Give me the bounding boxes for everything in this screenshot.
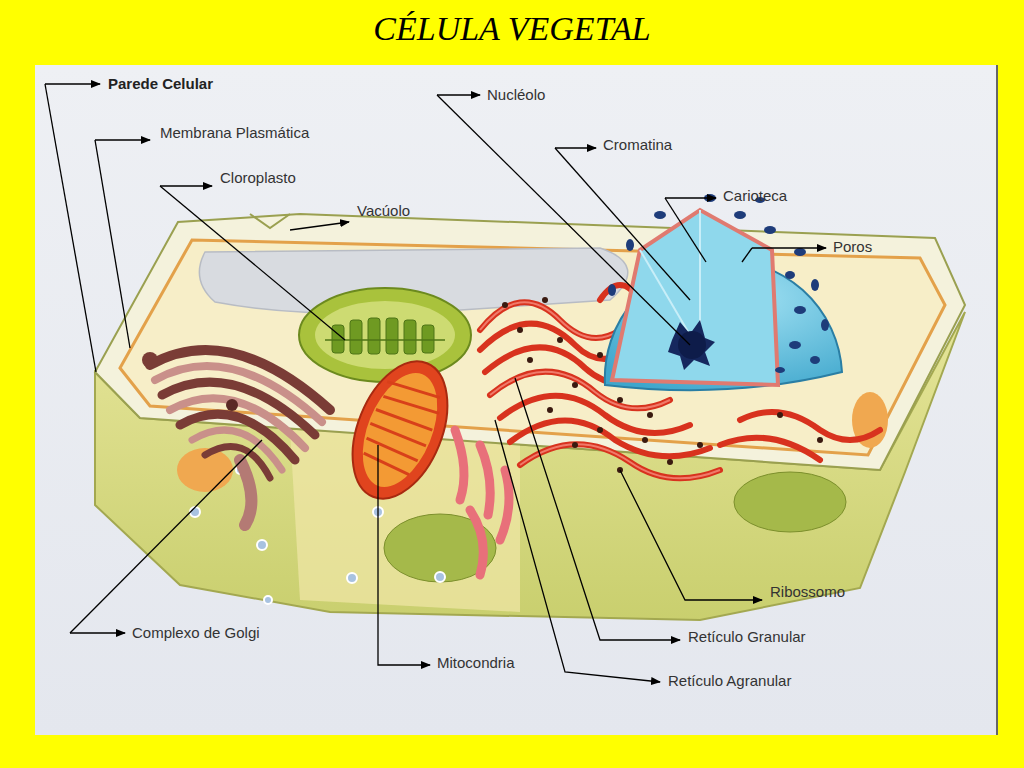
nucleus [605, 194, 842, 390]
part-label: Retículo Granular [688, 628, 806, 646]
mitochondrion [334, 348, 466, 513]
part-label: Membrana Plasmática [160, 124, 309, 142]
wall-junction [250, 214, 290, 228]
part-label: Complexo de Golgi [132, 624, 260, 642]
part-label: Vacúolo [357, 202, 410, 220]
part-label: Retículo Agranular [668, 672, 791, 690]
leader-lines [45, 84, 826, 682]
panel-edge [996, 65, 998, 735]
smooth-er [455, 430, 509, 575]
chloroplast [299, 288, 471, 382]
page-title: CÉLULA VEGETAL [0, 10, 1024, 48]
image-panel [35, 65, 998, 735]
part-label: Poros [833, 238, 872, 256]
part-label: Parede Celular [108, 75, 213, 93]
part-label: Mitocondria [437, 654, 515, 672]
golgi-complex [142, 350, 330, 525]
part-label: Ribossomo [770, 583, 845, 601]
chloroplast-bottom [734, 472, 846, 532]
cell-wall [95, 214, 965, 470]
part-label: Cromatina [603, 136, 672, 154]
part-label: Nucléolo [487, 86, 545, 104]
part-label: Carioteca [723, 187, 787, 205]
part-label: Cloroplasto [220, 169, 296, 187]
